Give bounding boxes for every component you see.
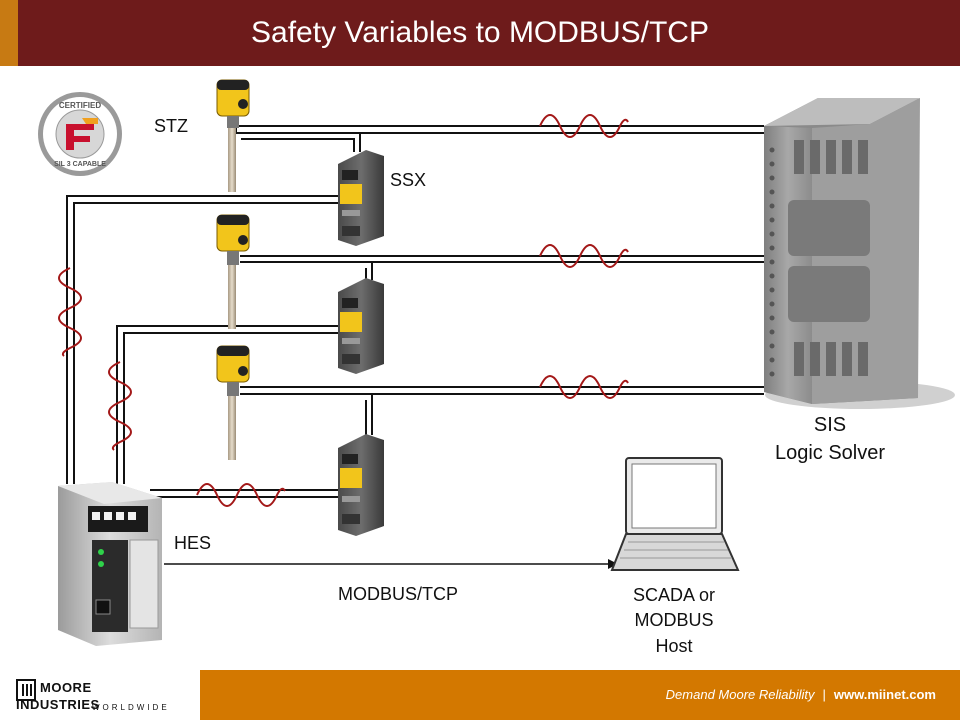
- footer-tagline: Demand Moore Reliability: [665, 687, 815, 702]
- footer-text: Demand Moore Reliability | www.miinet.com: [666, 687, 936, 702]
- modbus-tcp-label: MODBUS/TCP: [338, 584, 459, 604]
- badge-top-text: CERTIFIED: [59, 101, 101, 110]
- page-title: Safety Variables to MODBUS/TCP: [251, 16, 709, 49]
- logo-line2b: WORLDWIDE: [92, 703, 170, 712]
- scada-label-line3: Host: [655, 636, 693, 656]
- diagram-canvas: CERTIFIED SIL 3 CAPABLE: [38, 79, 955, 646]
- wiring: [66, 125, 764, 498]
- sis-cabinet-icon: [764, 98, 955, 409]
- ssx-module-icon: [338, 278, 384, 374]
- logo-line2: INDUSTRIES: [16, 697, 100, 712]
- moore-logo-icon: [16, 679, 36, 701]
- sine-wave-icon: [58, 114, 629, 507]
- stz-sensor-icon: [216, 79, 250, 192]
- logo-line1: MOORE: [40, 680, 92, 695]
- scada-label-line2: MODBUS: [634, 610, 714, 630]
- stz-label: STZ: [154, 116, 188, 136]
- stz-sensor-icon: [216, 214, 250, 329]
- ssx-module-icon: [338, 434, 384, 536]
- laptop-icon: [610, 457, 740, 571]
- title-accent: [0, 0, 18, 66]
- footer-logo[interactable]: [0, 670, 200, 720]
- sil-certified-badge: CERTIFIED SIL 3 CAPABLE: [38, 92, 122, 176]
- sis-label-line1: SIS: [813, 414, 847, 436]
- hes-label: HES: [174, 533, 212, 553]
- sis-label-line2: Logic Solver: [774, 442, 886, 464]
- footer-separator: |: [822, 687, 826, 702]
- footer-url[interactable]: www.miinet.com: [833, 687, 936, 702]
- modbus-arrow: [164, 559, 618, 569]
- ssx-label: SSX: [390, 170, 427, 190]
- title-bar: [0, 0, 960, 66]
- scada-label-line1: SCADA or: [632, 585, 716, 605]
- stz-sensor-icon: [216, 345, 250, 460]
- ssx-module-icon: [338, 150, 384, 246]
- hes-gateway-icon: [58, 482, 162, 646]
- badge-bottom-text: SIL 3 CAPABLE: [54, 161, 106, 168]
